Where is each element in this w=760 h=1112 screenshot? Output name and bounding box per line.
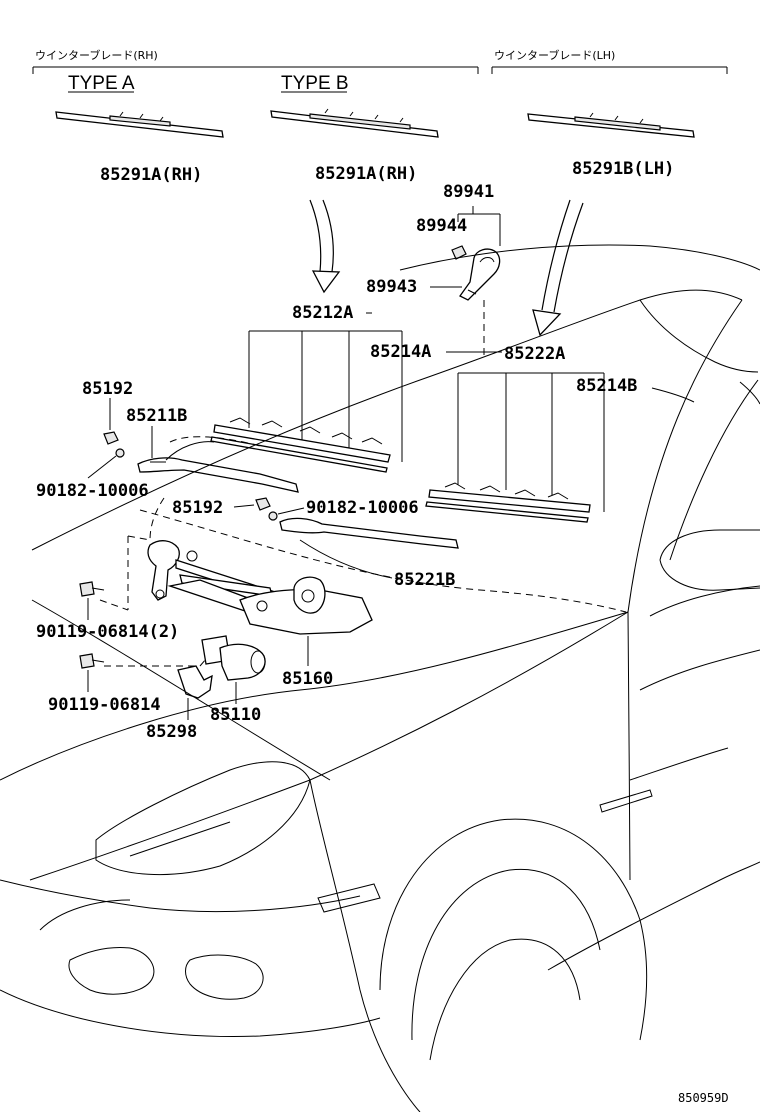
winter-blade-type-b: [270, 108, 439, 138]
header-lh: ウインターブレード(LH): [494, 48, 615, 62]
bracket-85222a: [457, 372, 605, 512]
wiper-motor-85110: [201, 635, 266, 681]
label-90182-left: 90182-10006: [36, 481, 149, 501]
label-85110: 85110: [210, 705, 261, 725]
label-85222a: 85222A: [504, 344, 565, 364]
label-85298: 85298: [146, 722, 197, 742]
nut-90182-left: [115, 448, 125, 458]
label-85211b: 85211B: [126, 406, 187, 426]
header-bracket-rh: [32, 66, 479, 74]
label-89943: 89943: [366, 277, 417, 297]
arrow-to-85222a: [532, 199, 584, 337]
wiper-blade-rh-85212a: [210, 417, 391, 473]
header-rh: ウインターブレード(RH): [35, 48, 158, 62]
label-85291a-rh-type-a: 85291A(RH): [100, 165, 202, 185]
wiper-arm-85221b: [279, 517, 459, 549]
bracket-85212a: [248, 330, 403, 462]
label-90182-mid: 90182-10006: [306, 498, 419, 518]
bracket-85298: [177, 665, 213, 699]
label-85291a-rh-type-b: 85291A(RH): [315, 164, 417, 184]
winter-blade-lh: [527, 112, 695, 138]
label-90119: 90119-06814: [48, 695, 161, 715]
cap-85192-top: [103, 431, 119, 445]
dash-guides-linkage: [99, 497, 165, 611]
cover-89943: [459, 248, 501, 301]
label-85221b: 85221B: [394, 570, 455, 590]
label-89941: 89941: [443, 182, 494, 202]
header-bracket-lh: [491, 66, 728, 74]
cap-89944: [451, 245, 467, 260]
wiper-blade-lh-85222a: [425, 482, 591, 523]
diagram-code: 850959D: [678, 1091, 729, 1105]
label-85160: 85160: [282, 669, 333, 689]
bolt-90119-2: [79, 581, 105, 597]
car-body-outline: [0, 244, 760, 1112]
label-85214a: 85214A: [370, 342, 431, 362]
nut-90182-mid: [268, 511, 278, 521]
label-85214b: 85214B: [576, 376, 637, 396]
label-90119-2: 90119-06814(2): [36, 622, 179, 642]
label-89944: 89944: [416, 216, 467, 236]
cap-85192-mid: [255, 497, 271, 511]
winter-blade-type-a: [55, 111, 224, 138]
arrow-to-85212a: [309, 199, 341, 294]
type-b-label: TYPE B: [281, 73, 349, 94]
label-85192-mid: 85192: [172, 498, 223, 518]
bolt-90119: [79, 653, 105, 669]
label-85192-top: 85192: [82, 379, 133, 399]
wiper-arm-85211b: [137, 441, 299, 493]
label-85291b-lh: 85291B(LH): [572, 159, 674, 179]
wiper-linkage-85160: [147, 540, 373, 635]
type-a-label: TYPE A: [68, 73, 135, 94]
label-85212a: 85212A: [292, 303, 353, 323]
